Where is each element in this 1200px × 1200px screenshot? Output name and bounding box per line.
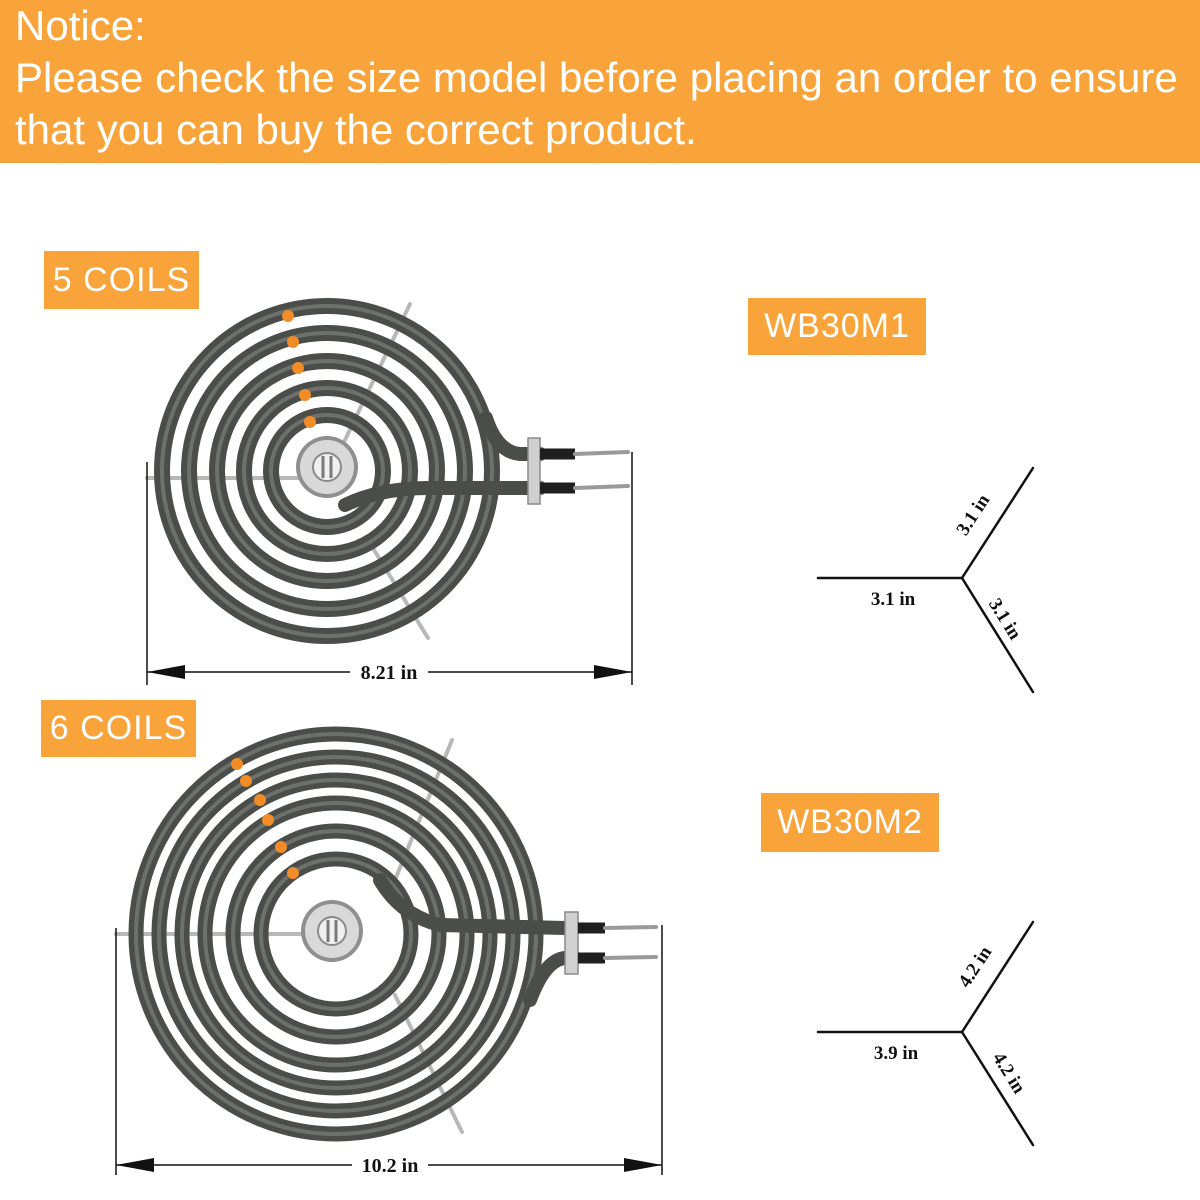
coil-leads [373,873,572,1007]
coil-count-tag-1: 5 COILS [44,251,199,309]
coil-marker-dot [282,310,294,322]
coil-highlight [187,331,467,611]
coil-highlight [259,857,413,1011]
coil-marker-dot [287,867,299,879]
coil-marker-dot [231,758,243,770]
coil-count-tag-2: 6 COILS [41,700,196,757]
terminal-dimension-diagram-1 [816,466,1035,694]
y-arm-upper [960,466,1035,580]
terminal-prongs [603,925,658,960]
terminal-prong [603,925,658,930]
coil-highlight [231,829,441,1039]
coil-marker-dot [292,362,304,374]
diameter-label-2: 10.2 in [362,1155,419,1177]
arrowhead-right [594,665,632,679]
arrowhead-left [116,1158,154,1172]
coil-lead [479,411,547,461]
center-cap [296,436,358,498]
y-arm-upper [960,920,1035,1034]
terminal-prongs [573,450,630,490]
terminal-insulators [540,448,575,494]
terminal-dimension-diagram-2 [816,920,1035,1147]
coil-lead [338,481,547,512]
center-cap [301,900,363,962]
coil-highlight [157,755,515,1113]
burner-5-coils-image [145,298,630,644]
coil-marker-dot [287,336,299,348]
burner-6-coils-image [114,726,658,1142]
terminal-dim-upper-2: 4.2 in [955,942,997,991]
notice-heading: Notice: [15,2,146,49]
coil-markers [282,310,316,428]
model-number-tag-1: WB30M1 [748,298,926,355]
terminal-bracket [527,437,541,505]
terminal-prong [603,955,658,960]
coil-markers [231,758,299,879]
coil-lead [373,873,572,935]
coil-highlight [203,801,469,1067]
terminal-dim-left-2: 3.9 in [874,1043,919,1064]
coil-highlight [242,386,412,556]
model-number-tag-2: WB30M2 [761,793,939,852]
coil-highlight [160,304,494,638]
diameter-dimension-2 [115,925,663,1175]
coil-leads [338,411,547,512]
coil-highlights [160,304,494,638]
coil-highlight [215,359,439,583]
notice-text: Notice: Please check the size model befo… [15,0,1178,156]
terminal-dim-lower-2: 4.2 in [988,1049,1030,1098]
coil-marker-dot [240,775,252,787]
coil-marker-dot [262,814,274,826]
coil-lead [523,951,572,1007]
terminal-dim-upper-1: 3.1 in [953,490,995,539]
terminal-insulators [578,922,605,964]
coil-marker-dot [299,389,311,401]
coil-marker-dot [304,416,316,428]
terminal-prong [573,450,630,456]
notice-line-1: Please check the size model before placi… [15,54,1178,101]
center-cap-emblem [312,452,342,482]
coil-highlight [269,413,385,529]
terminal-dim-left-1: 3.1 in [871,589,916,610]
arrowhead-right [624,1158,662,1172]
diameter-dimension-1 [146,452,633,685]
terminal-dim-lower-1: 3.1 in [984,595,1026,644]
notice-line-2: that you can buy the correct product. [15,106,697,153]
terminal-prong [573,484,630,490]
center-cap-emblem [317,916,347,946]
y-arm-lower [960,576,1035,694]
notice-banner: Notice: Please check the size model befo… [0,0,1200,163]
terminal-bracket [564,911,579,975]
y-arm-lower [960,1030,1035,1147]
arrowhead-left [147,665,185,679]
coil-marker-dot [275,841,287,853]
coil-marker-dot [254,794,266,806]
coil-highlight [180,778,492,1090]
diameter-label-1: 8.21 in [361,662,418,684]
